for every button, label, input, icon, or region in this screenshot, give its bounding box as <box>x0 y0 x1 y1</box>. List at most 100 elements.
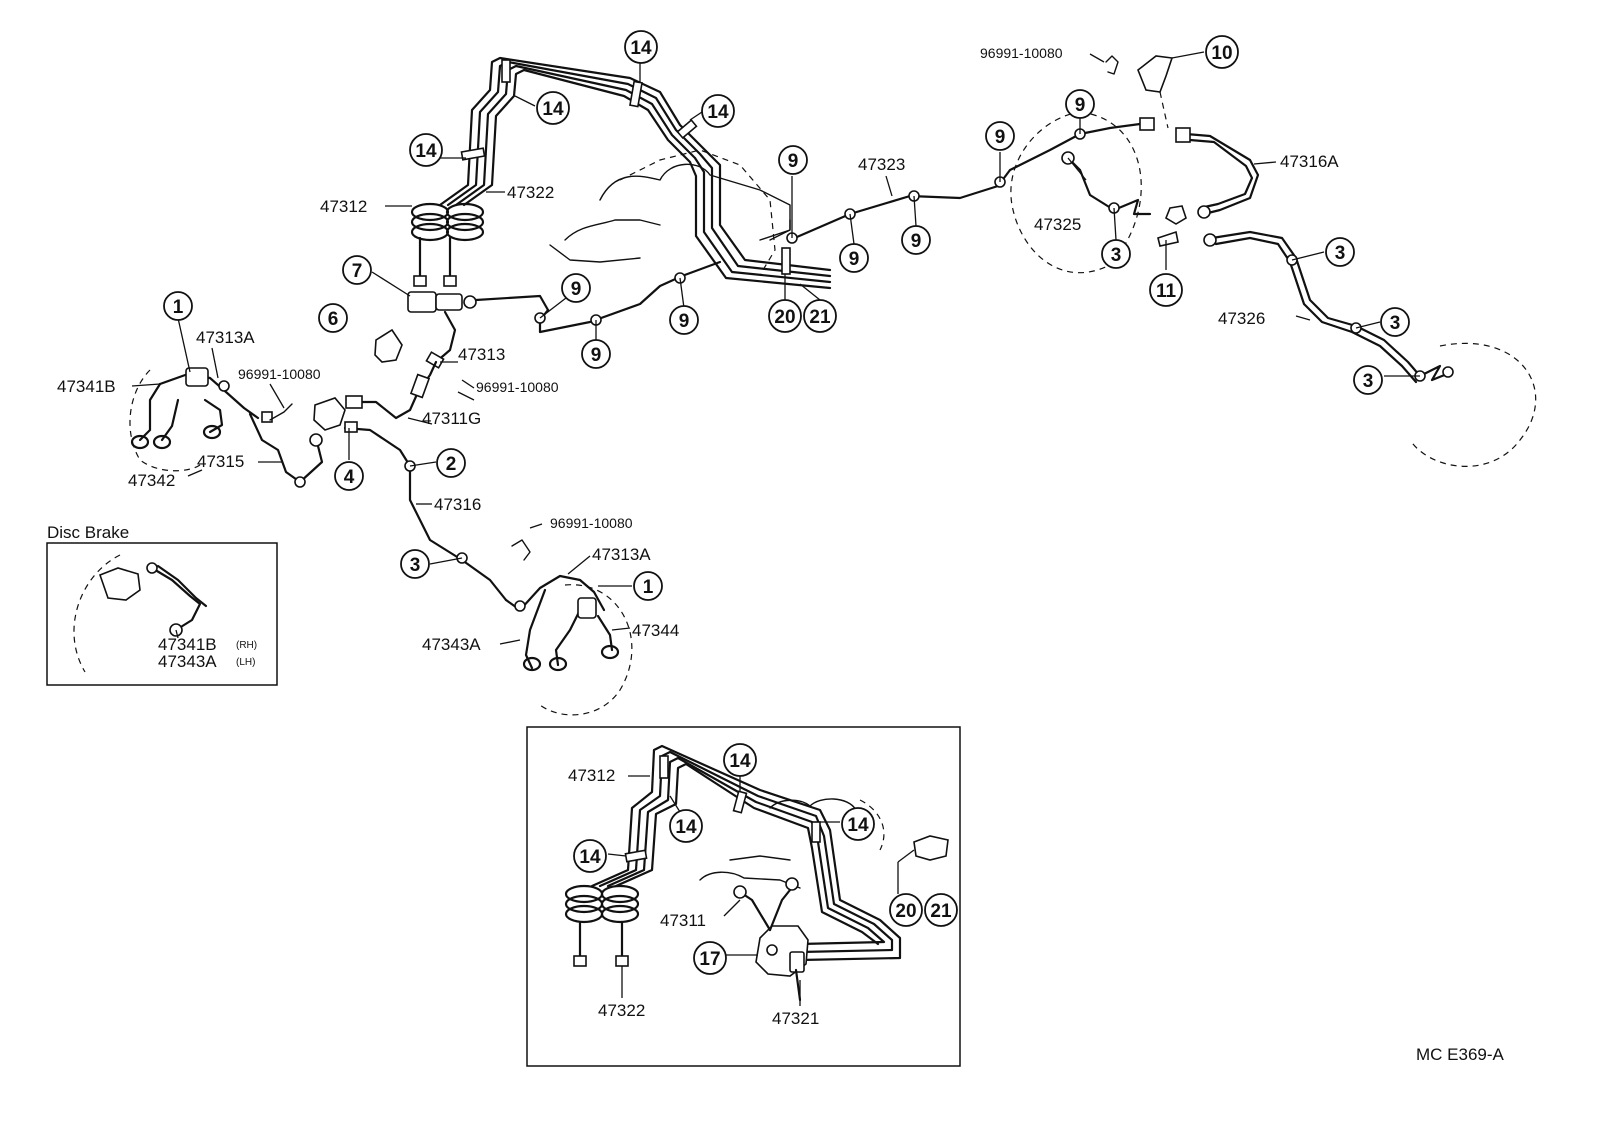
proportioning-valve <box>407 291 550 369</box>
callout-14-e: 14 <box>723 743 757 777</box>
part-label-47321-inset: 47321 <box>772 1009 819 1028</box>
callout-3-rear-right-c: 3 <box>1380 307 1410 337</box>
disc-brake-part-rh: 47341B <box>158 635 217 654</box>
svg-text:20: 20 <box>774 307 795 328</box>
svg-text:9: 9 <box>788 151 799 172</box>
callouts: 1 1 2 3 3 3 3 3 4 6 7 9 9 9 9 9 9 9 9 10… <box>163 30 1410 975</box>
svg-text:9: 9 <box>911 231 922 252</box>
callout-1-right: 1 <box>633 571 663 601</box>
svg-text:9: 9 <box>1075 95 1086 116</box>
svg-text:3: 3 <box>1363 371 1374 392</box>
svg-text:14: 14 <box>675 817 697 838</box>
part-label-47311-inset: 47311 <box>660 911 706 930</box>
svg-text:20: 20 <box>895 901 916 922</box>
callout-9-d: 9 <box>778 145 808 175</box>
callout-3-center: 3 <box>400 549 430 579</box>
disc-brake-inset-labels: Disc Brake 47341B (RH) 47343A (LH) <box>47 523 257 671</box>
svg-text:21: 21 <box>930 901 952 922</box>
svg-text:1: 1 <box>173 297 184 318</box>
callout-9-f: 9 <box>901 225 931 255</box>
part-label-47312-inset: 47312 <box>568 766 615 785</box>
part-label-47341B: 47341B <box>57 377 116 396</box>
svg-text:17: 17 <box>699 949 720 970</box>
callout-14-d: 14 <box>701 94 735 128</box>
svg-text:2: 2 <box>446 454 457 475</box>
callout-10: 10 <box>1205 35 1239 69</box>
callout-9-h: 9 <box>1065 89 1095 119</box>
callout-11: 11 <box>1149 273 1183 307</box>
brake-hose-47316A <box>1105 55 1260 247</box>
callout-20-top: 20 <box>768 299 802 333</box>
svg-text:11: 11 <box>1156 281 1177 302</box>
part-label-47326: 47326 <box>1218 309 1265 328</box>
part-label-47313A: 47313A <box>196 328 255 347</box>
svg-text:14: 14 <box>542 99 564 120</box>
callout-9-g: 9 <box>985 121 1015 151</box>
part-label-47322: 47322 <box>507 183 554 202</box>
part-label-47343A: 47343A <box>422 635 481 654</box>
svg-text:3: 3 <box>1390 313 1401 334</box>
callout-6: 6 <box>318 303 348 333</box>
figure-code: MC E369-A <box>1416 1045 1505 1064</box>
callout-14-f: 14 <box>669 809 703 843</box>
callout-9-e: 9 <box>839 243 869 273</box>
part-label-47311G: 47311G <box>422 409 481 428</box>
callout-14-c: 14 <box>624 30 658 64</box>
callout-14-a: 14 <box>409 133 443 167</box>
bracket-6 <box>374 328 403 363</box>
part-label-47322-inset: 47322 <box>598 1001 645 1020</box>
callout-20-inset: 20 <box>889 893 923 927</box>
callout-9-a: 9 <box>561 273 591 303</box>
svg-text:3: 3 <box>1111 245 1122 266</box>
callout-2: 2 <box>436 448 466 478</box>
part-label-96991-10080-mid: 96991-10080 <box>476 379 559 395</box>
disc-brake-side-lh: (LH) <box>236 657 255 668</box>
svg-text:3: 3 <box>1335 243 1346 264</box>
svg-text:3: 3 <box>410 555 421 576</box>
front-right-wheel-tubes <box>504 539 633 716</box>
part-label-47323: 47323 <box>858 155 905 174</box>
svg-text:9: 9 <box>571 279 582 300</box>
part-label-47325: 47325 <box>1034 215 1081 234</box>
part-label-47344: 47344 <box>632 621 679 640</box>
part-label-96991-10080-lower: 96991-10080 <box>550 515 633 531</box>
disc-brake-part-lh: 47343A <box>158 652 217 671</box>
svg-text:14: 14 <box>630 38 652 59</box>
part-label-47313A-lower: 47313A <box>592 545 651 564</box>
callout-1-left: 1 <box>163 291 193 321</box>
callout-3-rear-right-a: 3 <box>1101 239 1131 269</box>
svg-text:21: 21 <box>809 307 831 328</box>
callout-17: 17 <box>693 941 727 975</box>
svg-text:10: 10 <box>1211 43 1232 64</box>
callout-9-b: 9 <box>581 339 611 369</box>
svg-text:6: 6 <box>328 309 339 330</box>
brake-tube-47311G <box>345 360 438 420</box>
disc-brake-inset <box>46 542 278 686</box>
part-label-47315: 47315 <box>197 452 244 471</box>
part-label-96991-10080-left: 96991-10080 <box>238 366 321 382</box>
callout-4: 4 <box>334 461 364 491</box>
svg-text:9: 9 <box>679 311 690 332</box>
svg-text:14: 14 <box>579 847 601 868</box>
callout-14-h: 14 <box>573 839 607 873</box>
part-label-47342: 47342 <box>128 471 175 490</box>
svg-text:9: 9 <box>995 127 1006 148</box>
svg-text:14: 14 <box>707 102 729 123</box>
svg-text:9: 9 <box>591 345 602 366</box>
callout-14-g: 14 <box>841 807 875 841</box>
callout-14-b: 14 <box>536 91 570 125</box>
callout-3-rear-right-b: 3 <box>1325 237 1355 267</box>
svg-text:1: 1 <box>643 577 654 598</box>
part-label-47312: 47312 <box>320 197 367 216</box>
brake-tube-47312-47322-routing <box>410 56 832 290</box>
disc-brake-side-rh: (RH) <box>236 640 257 651</box>
svg-text:7: 7 <box>352 261 363 282</box>
svg-text:14: 14 <box>415 141 437 162</box>
svg-text:14: 14 <box>729 751 751 772</box>
svg-text:9: 9 <box>849 249 860 270</box>
front-left-wheel-tubes <box>129 367 324 488</box>
part-label-96991-10080-right: 96991-10080 <box>980 45 1063 61</box>
part-label-47316: 47316 <box>434 495 481 514</box>
master-cylinder-inset <box>526 726 961 1067</box>
part-label-47316A: 47316A <box>1280 152 1339 171</box>
